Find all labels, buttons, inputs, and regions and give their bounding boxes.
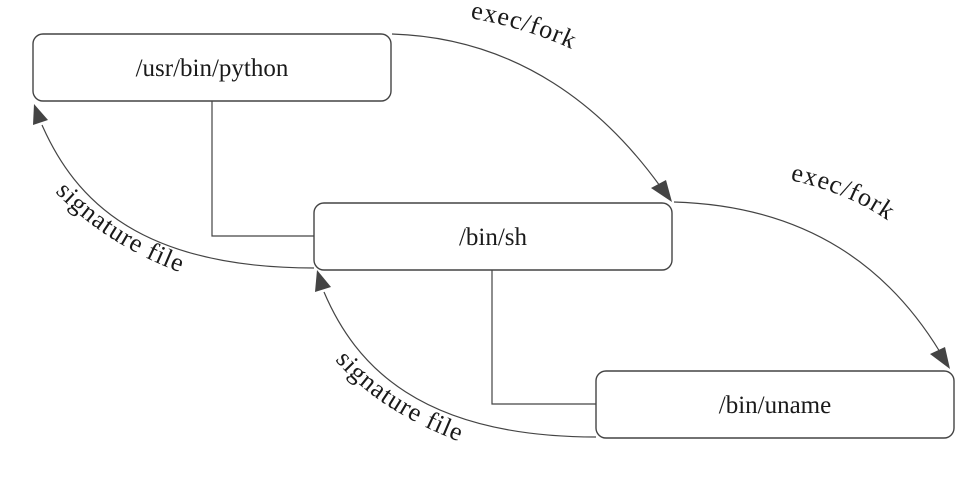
edge-label-signature-file-2: signature file	[330, 345, 468, 448]
node-label-uname: /bin/uname	[719, 392, 831, 419]
arrowhead-signature-sh	[315, 270, 331, 292]
exec-fork-arc-sh-uname	[673, 201, 941, 353]
edge-label-signature-file-1: signature file	[51, 176, 189, 278]
node-box-python	[32, 33, 392, 102]
node-bin-uname: /bin/uname	[595, 370, 955, 439]
node-label-sh: /bin/sh	[459, 224, 528, 251]
arrowhead-exec-python-sh	[651, 180, 672, 202]
edge-label-exec-fork-2: exec/fork	[789, 158, 901, 226]
node-box-sh	[313, 202, 673, 271]
edge-label-exec-fork-1: exec/fork	[469, 0, 582, 55]
tree-connector-sh-uname	[491, 270, 596, 405]
node-usr-bin-python: /usr/bin/python	[32, 33, 392, 102]
signature-arc-sh-python	[41, 124, 315, 269]
tree-connector-python-sh	[211, 101, 314, 237]
node-bin-sh: /bin/sh	[313, 202, 673, 271]
arrowhead-exec-sh-uname	[930, 347, 950, 369]
node-label-python: /usr/bin/python	[136, 55, 289, 82]
exec-fork-arc-python-sh	[391, 33, 661, 187]
node-box-uname	[595, 370, 955, 439]
arrowhead-signature-python	[33, 104, 48, 125]
signature-arc-uname-sh	[323, 291, 597, 438]
